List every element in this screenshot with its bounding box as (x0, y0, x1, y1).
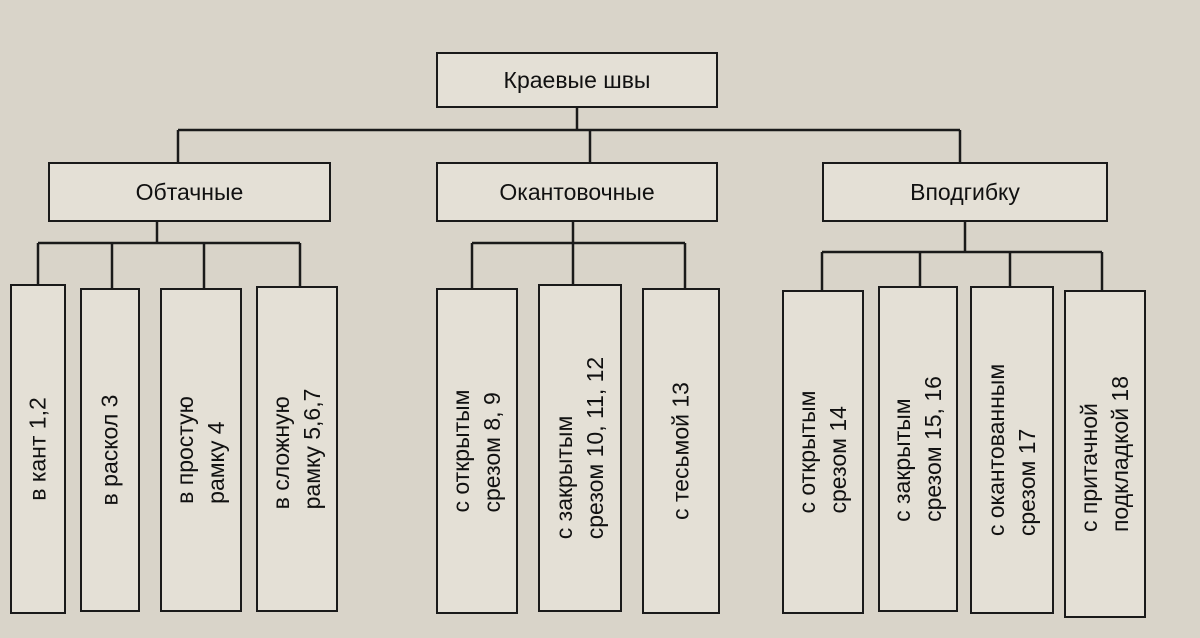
leaf-label-line: с закрытым (889, 398, 915, 522)
leaf-v-raskol: в раскол 3 (80, 288, 140, 612)
leaf-s-zakrytym-srezom-15-16: с закрытым срезом 15, 16 (878, 286, 958, 612)
leaf-label-line: в кант 1,2 (24, 397, 51, 501)
category-okantovochnye: Окантовочные (436, 162, 718, 222)
leaf-label-line: подкладкой 18 (1107, 375, 1133, 533)
category-label: Обтачные (135, 178, 244, 205)
leaf-label-line: рамку 5,6,7 (299, 388, 325, 510)
leaf-label-line: с притачной (1076, 403, 1102, 533)
leaf-label-line: с открытым (448, 389, 474, 513)
leaf-v-prostuyu-ramku: в простую рамку 4 (160, 288, 242, 612)
leaf-label-line: с тесьмой 13 (667, 382, 694, 520)
category-vpodgibku: Вподгибку (822, 162, 1108, 222)
leaf-label-line: в сложную (268, 396, 294, 510)
leaf-v-slozhnuyu-ramku: в сложную рамку 5,6,7 (256, 286, 338, 612)
leaf-label-line: в простую (172, 396, 198, 504)
leaf-label-line: срезом 15, 16 (920, 376, 946, 522)
leaf-label-line: срезом 17 (1014, 428, 1040, 537)
leaf-s-tesmoy: с тесьмой 13 (642, 288, 720, 614)
root-node: Краевые швы (436, 52, 718, 108)
leaf-label-line: в раскол 3 (96, 394, 123, 506)
leaf-s-otkrytym-srezom-8-9: с открытым срезом 8, 9 (436, 288, 518, 614)
leaf-v-kant: в кант 1,2 (10, 284, 66, 614)
leaf-s-okantovannym-srezom: с окантованным срезом 17 (970, 286, 1054, 614)
leaf-s-pritachnoy-podkladkoy: с притачной подкладкой 18 (1064, 290, 1146, 618)
category-obtachnye: Обтачные (48, 162, 331, 222)
leaf-label-line: с окантованным (983, 363, 1009, 537)
category-label: Окантовочные (499, 178, 655, 205)
leaf-s-zakrytym-srezom-10-12: с закрытым срезом 10, 11, 12 (538, 284, 622, 612)
root-label: Краевые швы (503, 66, 651, 93)
leaf-label-line: рамку 4 (203, 421, 229, 504)
leaf-label-line: срезом 8, 9 (479, 392, 505, 513)
leaf-s-otkrytym-srezom-14: с открытым срезом 14 (782, 290, 864, 614)
leaf-label-line: с открытым (794, 390, 820, 514)
leaf-label-line: срезом 14 (825, 406, 851, 514)
leaf-label-line: с закрытым (551, 415, 577, 540)
leaf-label-line: срезом 10, 11, 12 (582, 356, 608, 540)
category-label: Вподгибку (910, 178, 1020, 205)
